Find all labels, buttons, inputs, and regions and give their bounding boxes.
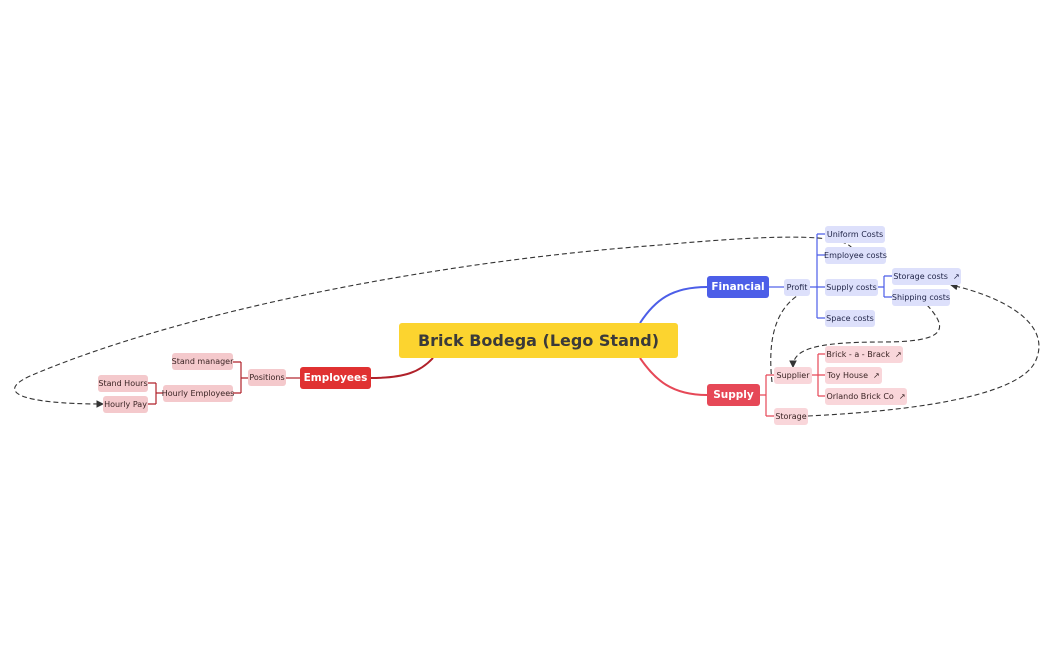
branch-line-financial [639,286,708,324]
supplier-item-toy-house[interactable]: Toy House ↗ [825,367,882,384]
stand-manager-topic-label: Stand manager [171,357,234,366]
profit-topic-label: Profit [786,283,808,292]
storage-topic-label: Storage [775,412,807,421]
hourly-pay-topic-label: Hourly Pay [104,400,147,409]
shipping-costs-topic-label: Shipping costs [891,293,951,302]
space-costs-topic[interactable]: Space costs [825,310,875,327]
storage-costs-topic-label: Storage costs [893,272,948,281]
stand-manager-topic[interactable]: Stand manager [172,353,233,370]
relation-supplier-to-profit [770,288,810,383]
employees-connectors [148,361,300,405]
branch-line-supply [639,357,708,396]
supplier-item-label: Orlando Brick Co [826,392,894,401]
external-link-icon[interactable]: ↗ [873,371,880,380]
profit-topic[interactable]: Profit [784,279,810,296]
financial-connectors [769,233,892,319]
relation-storage-to-storage-costs [807,282,1040,417]
supplier-item-label: Toy House [827,371,869,380]
stand-hours-topic-label: Stand Hours [98,379,148,388]
supply-topic[interactable]: Supply [707,384,760,406]
space-costs-topic-label: Space costs [826,314,874,323]
relation-employee-costs-to-hourly-pay [14,236,853,408]
supplier-topic[interactable]: Supplier [774,367,812,384]
branch-line-employees [369,357,434,379]
root-topic[interactable]: Brick Bodega (Lego Stand) [399,323,678,358]
supply-costs-topic[interactable]: Supply costs [825,279,878,296]
root-topic-label: Brick Bodega (Lego Stand) [417,331,660,350]
supplier-item-label: Brick - a - Brack [826,350,890,359]
external-link-icon[interactable]: ↗ [898,392,906,401]
supply-costs-topic-label: Supply costs [826,283,877,292]
uniform-costs-topic-label: Uniform Costs [826,230,884,239]
supply-connectors [760,353,825,417]
hourly-employees-topic[interactable]: Hourly Employees [161,385,235,402]
supplier-item-brick-a-brack[interactable]: Brick - a - Brack ↗ [825,346,903,363]
storage-topic[interactable]: Storage [774,408,808,425]
external-link-icon[interactable]: ↗ [894,350,902,359]
financial-topic-label: Financial [711,281,765,293]
relation-shipping-costs-to-supplier [789,304,941,369]
stand-hours-topic[interactable]: Stand Hours [98,375,148,392]
positions-topic-label: Positions [249,373,285,382]
shipping-costs-topic[interactable]: Shipping costs [892,289,950,306]
external-link-icon[interactable]: ↗ [952,272,960,281]
financial-topic[interactable]: Financial [707,276,769,298]
uniform-costs-topic[interactable]: Uniform Costs [825,226,885,243]
storage-costs-topic[interactable]: Storage costs ↗ [892,268,961,285]
supplier-item-orlando-brick-co[interactable]: Orlando Brick Co ↗ [825,388,907,405]
hourly-employees-topic-label: Hourly Employees [161,389,235,398]
employees-topic-label: Employees [303,372,368,384]
supply-topic-label: Supply [713,389,754,401]
employees-topic[interactable]: Employees [300,367,371,389]
hourly-pay-topic[interactable]: Hourly Pay [103,396,148,413]
positions-topic[interactable]: Positions [248,369,286,386]
supplier-topic-label: Supplier [776,371,810,380]
employee-costs-topic[interactable]: Employee costs [824,247,887,264]
employee-costs-topic-label: Employee costs [824,251,887,260]
